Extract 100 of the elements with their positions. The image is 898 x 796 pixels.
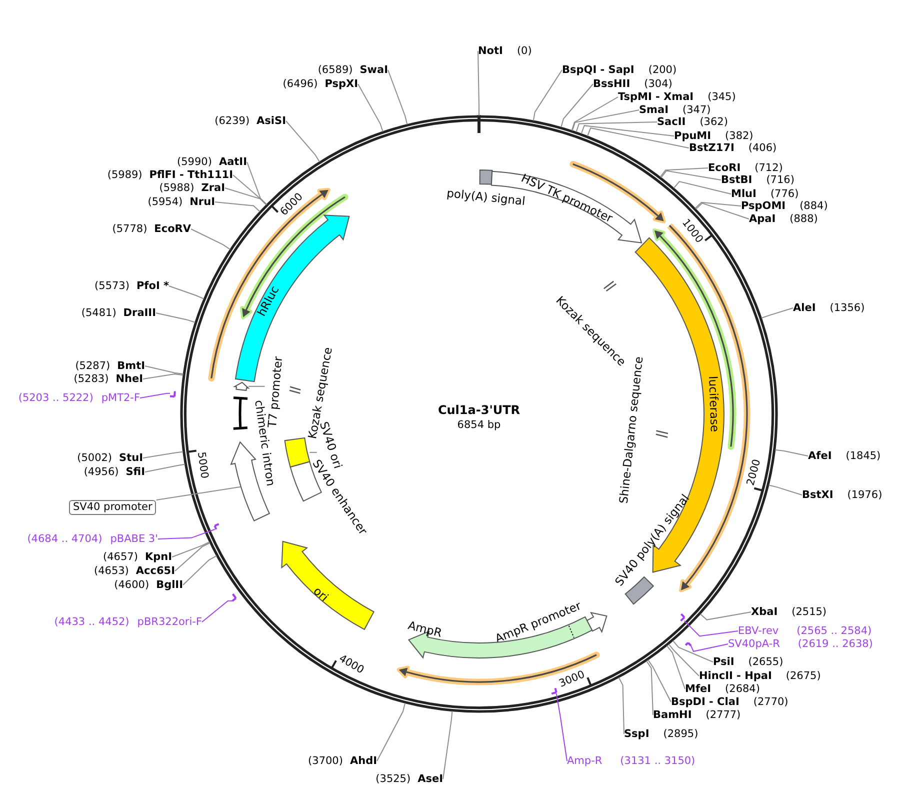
leader-line xyxy=(140,392,170,398)
primer-site-mark xyxy=(231,593,237,602)
cut-position: (4956) xyxy=(84,465,119,479)
enzyme-name: PfoI * xyxy=(136,279,169,293)
enzyme-name: NruI xyxy=(190,195,215,209)
enzyme-name: AhdI xyxy=(350,754,377,768)
primer-site-mark xyxy=(684,642,692,647)
enzyme-name: AfeI xyxy=(808,449,832,463)
plasmid-size: 6854 bp xyxy=(457,419,501,431)
cut-position: (5990) xyxy=(177,155,212,169)
cut-position: (6589) xyxy=(318,63,353,77)
enzyme-name: BstXI xyxy=(802,488,834,502)
leader-line xyxy=(376,702,406,762)
enzyme-name: PpuMI xyxy=(674,129,712,143)
leader-line xyxy=(144,464,186,472)
leader-line xyxy=(224,188,267,206)
leader-line xyxy=(672,640,714,662)
leader-line xyxy=(648,659,672,702)
enzyme-name: AseI xyxy=(418,772,443,786)
feature-label: ori xyxy=(310,584,332,604)
cut-position: (4657) xyxy=(103,550,138,564)
leader-line xyxy=(666,645,686,690)
leader-line xyxy=(700,612,752,620)
feature-label: luciferase xyxy=(706,376,722,432)
enzyme-name: AsiSI xyxy=(256,114,286,128)
enzyme-name: ApaI xyxy=(749,212,776,226)
primer-name: SV40pA-R xyxy=(728,637,780,651)
leader-line xyxy=(580,125,674,136)
leader-line xyxy=(174,542,210,572)
cut-position: (2515) xyxy=(792,605,827,619)
cut-position: (0) xyxy=(516,44,532,58)
promoter-feature xyxy=(234,382,249,391)
feature-label: AmpR xyxy=(406,618,444,640)
cut-position: (1356) xyxy=(830,301,865,315)
cut-position: (5778) xyxy=(112,222,148,236)
cut-position: (5954) xyxy=(148,195,183,209)
primer-site-mark xyxy=(169,390,176,398)
leader-line xyxy=(618,677,624,734)
leader-line xyxy=(690,644,728,652)
leader-line xyxy=(587,127,690,148)
primer-name: EBV-rev xyxy=(738,624,779,638)
leader-line xyxy=(660,168,708,178)
leader-line xyxy=(202,600,233,622)
enzyme-name: AatII xyxy=(218,155,247,169)
enzyme-name: MfeI xyxy=(685,682,712,696)
cut-position: (776) xyxy=(770,187,799,201)
primer-name: Amp-R xyxy=(567,754,602,768)
cut-position: (362) xyxy=(700,115,728,129)
cut-position: (5002) xyxy=(77,451,112,465)
leader-line xyxy=(248,386,266,387)
leader-line xyxy=(556,693,568,762)
leader-line xyxy=(156,486,241,500)
leader-line xyxy=(760,308,794,318)
enzyme-name: SmaI xyxy=(639,103,668,117)
scale-label: 5000 xyxy=(195,451,210,480)
enzyme-name: EcoRI xyxy=(708,161,741,175)
leader-line xyxy=(388,70,408,125)
leader-line xyxy=(694,202,742,209)
enzyme-name: HincII - HpaI xyxy=(699,669,772,683)
primer-name: pMT2-F xyxy=(101,391,140,405)
cut-position: (345) xyxy=(708,90,736,104)
cut-position: (5573) xyxy=(94,279,130,293)
enzyme-name: BstBI xyxy=(721,173,752,187)
cut-position: (6239) xyxy=(214,114,250,128)
enzyme-name: NotI xyxy=(478,44,503,58)
leader-line xyxy=(358,84,384,132)
primer-range: (2565 .. 2584) xyxy=(796,624,872,638)
leader-line xyxy=(214,202,260,212)
leader-line xyxy=(190,228,231,250)
enzyme-name: NheI xyxy=(116,372,143,386)
enzyme-name: PspOMI xyxy=(741,199,786,213)
leader-line xyxy=(309,452,318,453)
leader-line xyxy=(560,84,594,128)
enzyme-name: DraIII xyxy=(123,306,156,320)
enzyme-name: StuI xyxy=(119,451,143,465)
cut-position: (712) xyxy=(754,161,783,175)
cut-position: (5283) xyxy=(74,372,109,386)
enzyme-name: PspXI xyxy=(324,77,358,91)
enzyme-name: BglII xyxy=(156,578,183,592)
feature-label: T7 promoter xyxy=(264,356,286,428)
enzyme-name: BstZ17I xyxy=(689,142,734,155)
origin-feature xyxy=(284,437,310,468)
leader-line xyxy=(684,620,738,637)
leader-line xyxy=(668,644,700,676)
leader-line xyxy=(478,50,480,116)
cut-position: (2770) xyxy=(753,695,788,709)
cut-position: (3700) xyxy=(308,754,343,768)
primer-site-mark xyxy=(550,687,558,695)
feature-label: poly(A) signal xyxy=(446,186,526,208)
enzyme-name: TspMI - XmaI xyxy=(618,90,694,104)
enzyme-name: MluI xyxy=(731,187,756,201)
plasmid-name: Cul1a-3'UTR xyxy=(438,403,520,417)
primer-site-mark xyxy=(214,523,220,530)
feature-callout: SV40 promoter xyxy=(69,500,156,515)
leader-line xyxy=(142,451,184,458)
cut-position: (888) xyxy=(790,212,818,226)
cut-position: (304) xyxy=(644,77,672,91)
cut-position: (382) xyxy=(725,129,754,143)
cut-position: (4600) xyxy=(114,578,150,592)
cut-position: (2684) xyxy=(725,682,760,696)
